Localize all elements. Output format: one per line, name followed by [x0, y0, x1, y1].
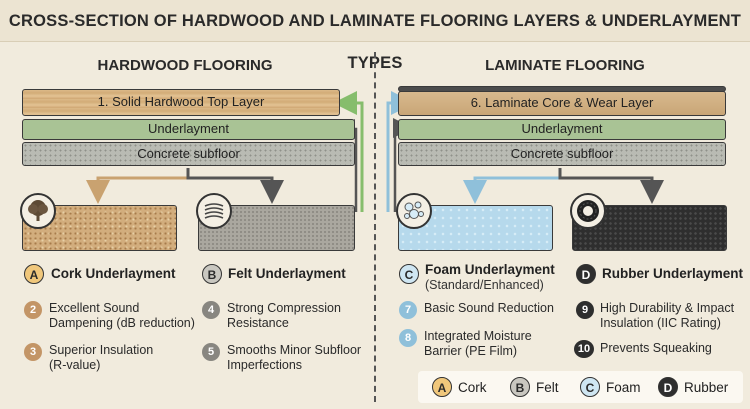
- arrow-rubber: [558, 168, 664, 204]
- feature-number: 4: [202, 301, 220, 319]
- feature-number: 5: [202, 343, 220, 361]
- feature-number: 2: [24, 301, 42, 319]
- title-bar: [0, 0, 750, 42]
- cork-underlayment-label: Cork Underlayment: [51, 266, 176, 281]
- tree-icon: [20, 193, 56, 229]
- feature-text: Basic Sound Reduction: [424, 301, 554, 315]
- feature-text: Strong Compression Resistance: [227, 301, 341, 330]
- badge-c: C: [399, 264, 419, 284]
- feature-text: Smooths Minor Subfloor Imperfections: [227, 343, 362, 372]
- felt-underlayment-label: Felt Underlayment: [228, 266, 346, 281]
- feature-text: Superior Insulation (R-value): [49, 343, 154, 372]
- feature-number: 3: [24, 343, 42, 361]
- arrow-foam: [463, 168, 562, 204]
- badge-b: B: [202, 264, 222, 284]
- arrow-cork-side: [333, 91, 364, 212]
- section-divider: [374, 52, 376, 402]
- legend-badge-d: D: [658, 377, 678, 397]
- legend-badge-c: C: [580, 377, 600, 397]
- laminate-subfloor-layer: Concrete subfloor: [398, 142, 726, 166]
- rubber-underlayment-label: Rubber Underlayment: [602, 266, 744, 281]
- legend-label-foam: Foam: [606, 380, 641, 395]
- feature-text: High Durability & Impact Insulation (IIC…: [600, 301, 735, 330]
- feature-number: 9: [576, 301, 594, 319]
- legend-badge-b: B: [510, 377, 530, 397]
- feature-number: 10: [574, 340, 594, 358]
- feature-number: 7: [399, 301, 417, 319]
- legend-label-felt: Felt: [536, 380, 559, 395]
- arrow-felt: [186, 168, 284, 204]
- laminate-underlayment-layer: Underlayment: [398, 119, 726, 140]
- fibers-icon: [196, 193, 232, 229]
- legend-label-cork: Cork: [458, 380, 487, 395]
- legend-badge-a: A: [432, 377, 452, 397]
- hardwood-top-layer: 1. Solid Hardwood Top Layer: [22, 89, 340, 116]
- tire-icon: [570, 193, 606, 229]
- legend-label-rubber: Rubber: [684, 380, 729, 395]
- arrow-cork: [86, 168, 190, 204]
- feature-text: Excellent Sound Dampening (dB reduction): [49, 301, 195, 330]
- feature-number: 8: [399, 329, 417, 347]
- foam-underlayment-note: (Standard/Enhanced): [425, 278, 544, 292]
- hardwood-underlayment-layer: Underlayment: [22, 119, 355, 140]
- feature-text: Integrated Moisture Barrier (PE Film): [424, 329, 532, 358]
- badge-d: D: [576, 264, 596, 284]
- hardwood-subfloor-layer: Concrete subfloor: [22, 142, 355, 166]
- feature-text: Prevents Squeaking: [600, 341, 712, 355]
- foam-underlayment-label: Foam Underlayment: [425, 262, 555, 277]
- hardwood-heading: HARDWOOD FLOORING: [97, 57, 273, 74]
- bubbles-icon: [396, 193, 432, 229]
- badge-a: A: [24, 264, 44, 284]
- laminate-core-layer: 6. Laminate Core & Wear Layer: [398, 91, 726, 116]
- laminate-heading: LAMINATE FLOORING: [485, 57, 645, 74]
